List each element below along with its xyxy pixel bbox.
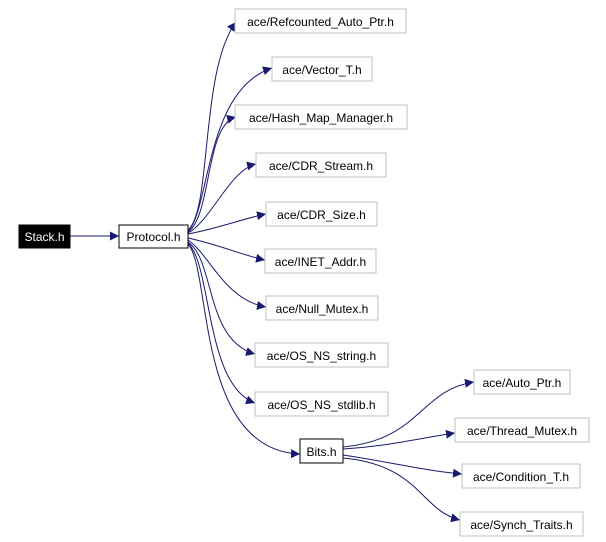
node-stack[interactable]: Stack.h (18, 224, 71, 249)
node-protocol-label: Protocol.h (126, 230, 180, 244)
edge-protocol-inetaddr (187, 237, 266, 263)
node-stack-label: Stack.h (24, 230, 64, 244)
node-cdr-stream[interactable]: ace/CDR_Stream.h (255, 152, 387, 178)
edge-protocol-osnsstring (187, 241, 256, 356)
edge-protocol-nullmutex (187, 239, 267, 310)
edge-protocol-cdrsize (187, 211, 267, 235)
node-synch-traits-label: ace/Synch_Traits.h (470, 518, 572, 532)
node-inet-addr-label: ace/INET_Addr.h (275, 255, 366, 269)
edge-bits-autoptr (342, 378, 475, 448)
node-vector-t[interactable]: ace/Vector_T.h (271, 56, 373, 82)
node-condition-t[interactable]: ace/Condition_T.h (461, 463, 581, 489)
node-condition-t-label: ace/Condition_T.h (473, 470, 569, 484)
edge-bits-condition (342, 454, 463, 478)
edge-bits-threadmutex (342, 429, 456, 450)
edge-protocol-cdrstream (187, 161, 257, 234)
node-bits[interactable]: Bits.h (299, 438, 344, 464)
edge-protocol-refcounted (187, 21, 237, 231)
node-bits-label: Bits.h (306, 445, 336, 459)
node-cdr-size-label: ace/CDR_Size.h (277, 208, 366, 222)
node-refcounted-auto-ptr[interactable]: ace/Refcounted_Auto_Ptr.h (234, 8, 407, 34)
node-thread-mutex[interactable]: ace/Thread_Mutex.h (454, 417, 590, 443)
node-thread-mutex-label: ace/Thread_Mutex.h (467, 424, 577, 438)
node-auto-ptr-label: ace/Auto_Ptr.h (483, 376, 562, 390)
node-null-mutex-label: ace/Null_Mutex.h (276, 302, 369, 316)
node-vector-t-label: ace/Vector_T.h (282, 63, 361, 77)
node-null-mutex[interactable]: ace/Null_Mutex.h (265, 295, 379, 321)
node-hash-map-manager-label: ace/Hash_Map_Manager.h (249, 111, 393, 125)
node-cdr-stream-label: ace/CDR_Stream.h (269, 159, 373, 173)
node-protocol[interactable]: Protocol.h (118, 224, 189, 249)
node-os-ns-stdlib[interactable]: ace/OS_NS_stdlib.h (254, 391, 389, 417)
node-hash-map-manager[interactable]: ace/Hash_Map_Manager.h (234, 104, 408, 130)
edge-protocol-osnsstdlib (187, 242, 256, 405)
node-cdr-size[interactable]: ace/CDR_Size.h (265, 201, 378, 227)
node-os-ns-string-label: ace/OS_NS_string.h (267, 349, 376, 363)
edge-protocol-vector (187, 66, 273, 232)
edge-protocol-bits (187, 243, 301, 459)
node-synch-traits[interactable]: ace/Synch_Traits.h (459, 511, 584, 537)
node-inet-addr[interactable]: ace/INET_Addr.h (264, 248, 377, 274)
node-auto-ptr[interactable]: ace/Auto_Ptr.h (473, 369, 571, 395)
edge-bits-synchtraits (342, 457, 461, 523)
node-refcounted-auto-ptr-label: ace/Refcounted_Auto_Ptr.h (247, 15, 394, 29)
node-os-ns-stdlib-label: ace/OS_NS_stdlib.h (267, 398, 375, 412)
edge-protocol-hashmap (187, 114, 237, 233)
node-os-ns-string[interactable]: ace/OS_NS_string.h (254, 342, 389, 368)
